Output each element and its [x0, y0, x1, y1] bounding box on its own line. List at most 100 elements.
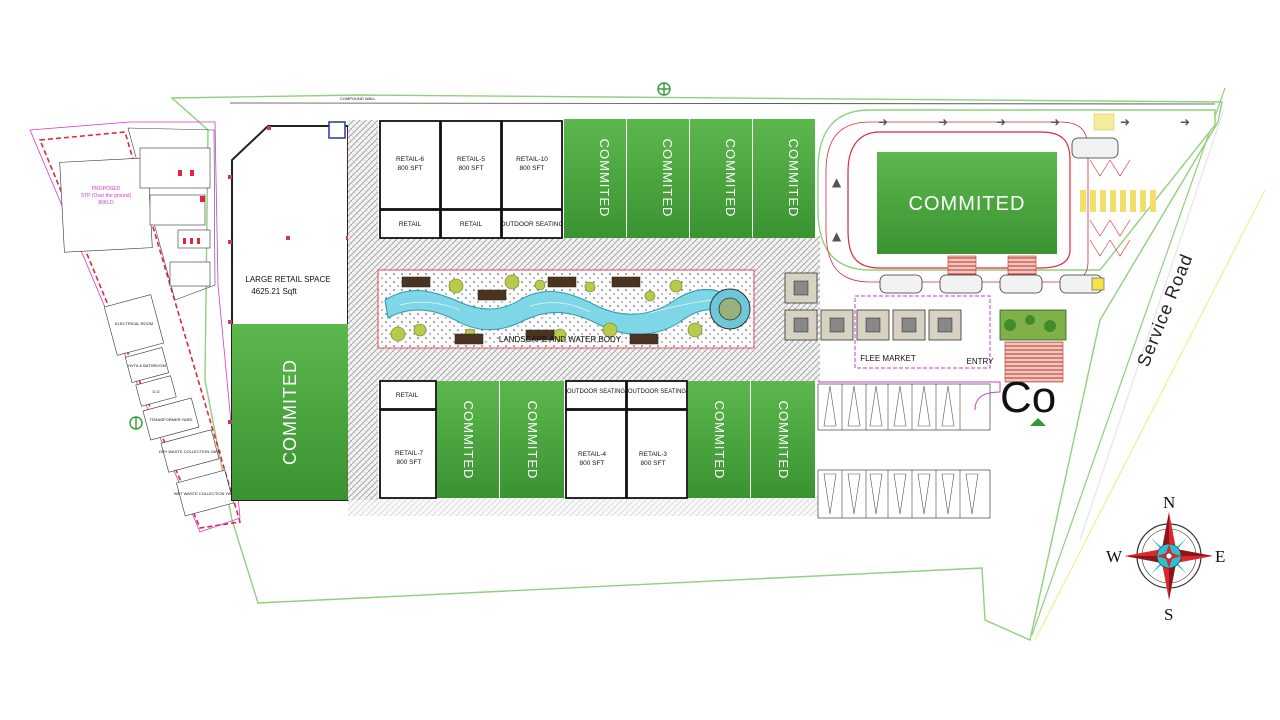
svg-text:➜: ➜: [938, 115, 948, 129]
retail-7-name: RETAIL-7: [395, 450, 423, 457]
survey-marker-top: [657, 82, 671, 96]
compass-s: S: [1164, 605, 1173, 624]
committed-bottom-4: [751, 381, 815, 498]
partial-text: Co: [1000, 373, 1056, 422]
yellow-stripes: [1080, 190, 1156, 212]
retail-6-unit: [379, 120, 441, 210]
retail-4-name: RETAIL-4: [578, 451, 606, 458]
retail-small-1: [379, 209, 441, 239]
compass-w: W: [1106, 547, 1123, 566]
retail-10-unit: [501, 120, 563, 210]
committed-top-1: [564, 119, 626, 238]
retail-5-name: RETAIL-5: [457, 156, 485, 163]
svg-text:➜: ➜: [1120, 115, 1130, 129]
compass-n: N: [1163, 493, 1175, 512]
top-row-retail: [379, 120, 563, 239]
dg-label: D.G: [152, 389, 159, 394]
hvta-label: HVTA & BATHROOM: [128, 363, 166, 368]
parking-loop-red-outer: [825, 121, 1089, 283]
retail-7-area: 800 SFT: [397, 459, 422, 466]
retail-small-2-label: RETAIL: [460, 221, 483, 228]
survey-marker-left: [129, 416, 143, 430]
yellow-marker: [1093, 113, 1115, 131]
svg-text:➜: ➜: [1050, 115, 1060, 129]
bottom-committed-blocks: [437, 381, 815, 498]
retail-3-name: RETAIL-3: [639, 451, 667, 458]
car-1: [1071, 137, 1119, 159]
committed-top-2: [627, 119, 689, 238]
committed-top-3: [690, 119, 752, 238]
car-2: [879, 274, 923, 294]
committed-bottom-1-label: COMMITED: [461, 401, 476, 480]
dry-waste-label: DRY WASTE COLLECTION YARD: [159, 449, 221, 454]
flee-market-label: FLEE MARKET: [860, 354, 916, 363]
outdoor-seating-b1: [565, 380, 627, 410]
retail-small-2: [440, 209, 502, 239]
retail-6-area: 800 SFT: [398, 165, 423, 172]
left-wing-line: [127, 127, 216, 301]
entry-trees: [1004, 315, 1056, 332]
south-parking-bays: [817, 383, 991, 519]
dg-room: [135, 375, 177, 407]
south-bay-dividers: [841, 384, 961, 518]
large-retail-area: 4625.21 Sqft: [251, 287, 297, 296]
car-highlight: [1091, 277, 1105, 291]
site-boundary: [170, 94, 1223, 641]
committed-top-2-label: COMMITED: [660, 139, 675, 218]
compound-wall-label: COMPOUND WALL: [340, 96, 376, 101]
stp-line-1: PROPOSED: [92, 186, 121, 192]
service-road-edge: [1031, 87, 1226, 636]
parked-cars: [879, 137, 1119, 294]
flee-market-zone: [854, 295, 991, 369]
wet-waste-label: WET WASTE COLLECTION YARD: [174, 491, 237, 496]
service-road-edge-2: [1034, 189, 1266, 641]
retail-10-name: RETAIL-10: [516, 156, 548, 163]
traffic-arrows: ➜➜➜ ➜➜➜ ▲▲: [832, 115, 1190, 243]
committed-bottom-3-label: COMMITED: [712, 401, 727, 480]
car-3: [939, 274, 983, 294]
committed-top-4-label: COMMITED: [786, 139, 801, 218]
retail-small-bottom: [379, 380, 437, 410]
retail-4-area: 800 SFT: [580, 460, 605, 467]
water-body-label: LANDSCAPE AND WATER BODY: [499, 335, 622, 344]
electrical-room-label: ELECTRICAL ROOM: [115, 321, 153, 326]
committed-top-4: [753, 119, 815, 238]
compass-e: E: [1215, 547, 1225, 566]
committed-top-1-label: COMMITED: [597, 139, 612, 218]
parking-loop-inner: [847, 131, 1071, 269]
landscape-trees: [390, 274, 703, 342]
svg-text:➜: ➜: [996, 115, 1006, 129]
outdoor-seating-b2: [626, 380, 688, 410]
committed-bottom-3: [688, 381, 750, 498]
committed-top-3-label: COMMITED: [723, 139, 738, 218]
water-ripples: [399, 299, 713, 314]
car-4: [999, 274, 1043, 294]
retail-5-area: 800 SFT: [459, 165, 484, 172]
svg-text:▲: ▲: [832, 229, 842, 243]
top-committed-blocks: [564, 119, 815, 238]
stp-line-2: STP (Over the ground): [81, 193, 132, 199]
toilet-block: [139, 147, 211, 287]
transformer-yard: [142, 397, 200, 441]
wet-waste-yard: [176, 469, 234, 517]
outdoor-seating-top-label: OUTDOOR SEATING: [500, 221, 563, 228]
toilet-fixtures: [178, 170, 205, 244]
retail-3-area: 800 SFT: [641, 460, 666, 467]
svg-text:➜: ➜: [1180, 115, 1190, 129]
committed-bottom-4-label: COMMITED: [776, 401, 791, 480]
dry-waste-yard: [160, 429, 220, 473]
left-wing-outer: [29, 121, 241, 533]
compass-icon: [1125, 512, 1213, 600]
outdoor-seating-b2-label: OUTDOOR SEATING: [628, 389, 687, 395]
retail-small-1-label: RETAIL: [399, 221, 422, 228]
service-road-label: Service Road: [1133, 251, 1197, 370]
committed-bottom-2: [500, 381, 564, 498]
magenta-walkway: [818, 381, 1001, 411]
entry-stairs: [1004, 341, 1064, 383]
outdoor-seating-b1-label: OUTDOOR SEATING: [567, 389, 626, 395]
bottom-row-retail: [379, 380, 688, 499]
retail-small-bottom-label: RETAIL: [396, 392, 419, 399]
kiosk-inner: [793, 280, 953, 333]
survey-marker-right: [1030, 418, 1046, 426]
